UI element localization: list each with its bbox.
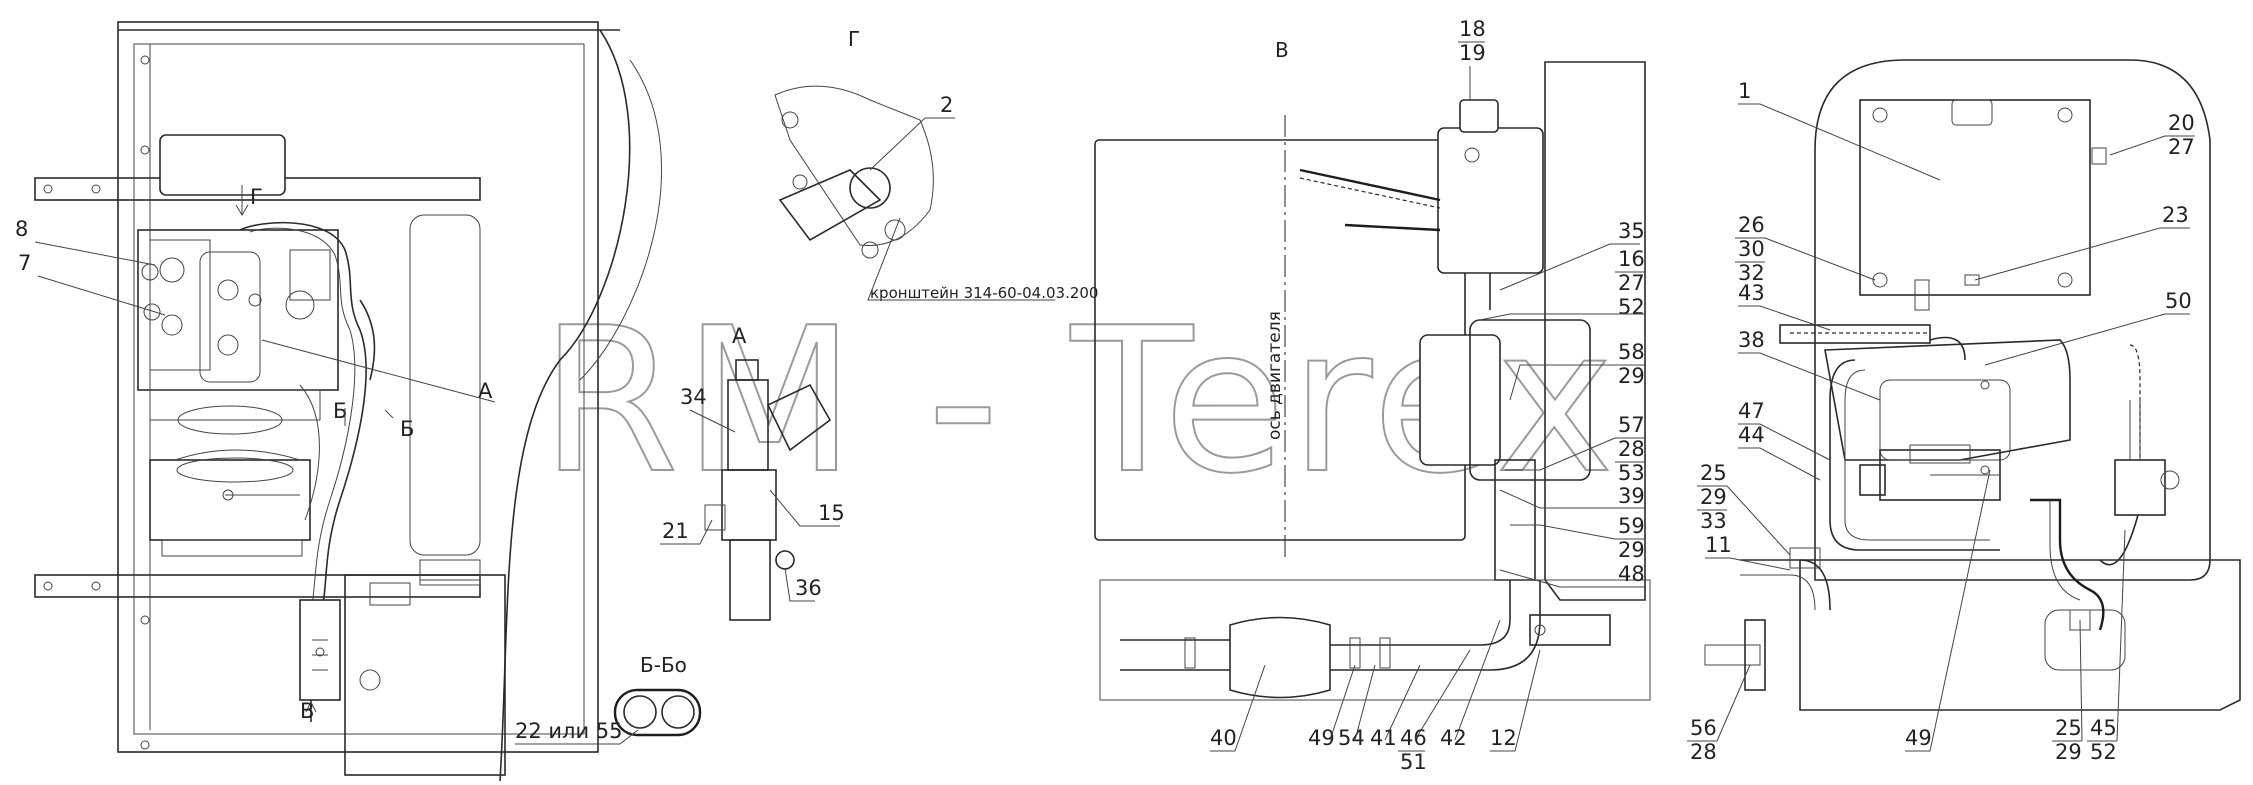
engine-axis-label: ось двигателя bbox=[1265, 311, 1285, 440]
callout-21: 21 bbox=[662, 519, 689, 543]
callout-44: 44 bbox=[1738, 423, 1765, 447]
marker-g-top: Г bbox=[250, 185, 263, 209]
callout-26-32: 32 bbox=[1738, 261, 1765, 285]
callout-39: 39 bbox=[1618, 484, 1645, 508]
callout-58-29: 29 bbox=[1618, 364, 1645, 388]
right-view-labels: 1 20 27 23 26 30 32 43 50 38 47 44 25 29… bbox=[1687, 79, 2195, 764]
marker-b-right: Б bbox=[400, 417, 414, 441]
view-v-title: В bbox=[1275, 38, 1289, 62]
section-b-title: Б-Бо bbox=[640, 653, 687, 677]
view-v: В ось двигателя bbox=[1094, 38, 1651, 701]
callout-2: 2 bbox=[940, 93, 953, 117]
left-view-frame bbox=[34, 21, 662, 782]
callout-11: 11 bbox=[1705, 533, 1732, 557]
callout-35: 35 bbox=[1618, 219, 1645, 243]
callout-59: 59 bbox=[1618, 514, 1645, 538]
callout-20: 20 bbox=[2168, 111, 2195, 135]
callout-16-27: 27 bbox=[1618, 271, 1645, 295]
callout-38: 38 bbox=[1738, 328, 1765, 352]
callout-56: 56 bbox=[1690, 716, 1717, 740]
view-a-fitting: А 34 15 21 36 bbox=[660, 324, 845, 621]
callout-25-top: 25 bbox=[1700, 461, 1727, 485]
callout-49-right: 49 bbox=[1905, 726, 1932, 750]
left-view-labels: Г Б Б В А 8 7 bbox=[15, 185, 496, 723]
callout-18: 18 bbox=[1459, 17, 1486, 41]
callout-1: 1 bbox=[1738, 79, 1751, 103]
callout-42: 42 bbox=[1440, 726, 1467, 750]
callout-19: 19 bbox=[1459, 41, 1486, 65]
callout-15: 15 bbox=[818, 501, 845, 525]
callout-7: 7 bbox=[18, 251, 31, 275]
marker-b-left: Б bbox=[333, 399, 347, 423]
callout-36: 36 bbox=[795, 576, 822, 600]
callout-52-center: 52 bbox=[1618, 295, 1645, 319]
view-g: Г 2 кронштейн 314-60-04.03.200 bbox=[774, 27, 1098, 302]
callout-23: 23 bbox=[2162, 203, 2189, 227]
callout-46: 46 bbox=[1400, 726, 1427, 750]
callout-57-28: 28 bbox=[1618, 437, 1645, 461]
callout-25-29: 29 bbox=[1700, 485, 1727, 509]
view-g-title: Г bbox=[848, 27, 860, 51]
callout-48: 48 bbox=[1618, 562, 1645, 586]
callout-41: 41 bbox=[1370, 726, 1397, 750]
callout-40: 40 bbox=[1210, 726, 1237, 750]
engine-block bbox=[137, 134, 339, 557]
section-b: Б-Бо 22 или 55 bbox=[515, 653, 702, 745]
callout-56-28: 28 bbox=[1690, 740, 1717, 764]
callout-12: 12 bbox=[1490, 726, 1517, 750]
marker-a-left: А bbox=[478, 379, 493, 403]
callout-47: 47 bbox=[1738, 399, 1765, 423]
callout-25-bottom-29: 29 bbox=[2055, 740, 2082, 764]
callout-58: 58 bbox=[1618, 340, 1645, 364]
callout-26-30: 30 bbox=[1738, 237, 1765, 261]
marker-v-bottom: В bbox=[300, 699, 314, 723]
callout-43: 43 bbox=[1738, 281, 1765, 305]
callout-16: 16 bbox=[1618, 247, 1645, 271]
callout-26: 26 bbox=[1738, 213, 1765, 237]
view-v-labels: 18 19 35 16 27 52 58 29 57 28 53 39 59 2… bbox=[1210, 17, 1645, 774]
callout-34: 34 bbox=[680, 385, 707, 409]
callout-8: 8 bbox=[15, 217, 28, 241]
callout-57-53: 53 bbox=[1618, 461, 1645, 485]
callout-25-bottom: 25 bbox=[2055, 716, 2082, 740]
callout-50: 50 bbox=[2165, 289, 2192, 313]
right-view bbox=[1704, 59, 2241, 711]
callout-54: 54 bbox=[1338, 726, 1365, 750]
callout-45-52: 52 bbox=[2090, 740, 2117, 764]
callout-22-55: 22 или 55 bbox=[515, 719, 623, 743]
fuel-lines-left bbox=[239, 221, 411, 722]
callout-45: 45 bbox=[2090, 716, 2117, 740]
callout-57: 57 bbox=[1618, 413, 1645, 437]
bracket-note: кронштейн 314-60-04.03.200 bbox=[870, 284, 1098, 302]
callout-20-27: 27 bbox=[2168, 135, 2195, 159]
callout-46-51: 51 bbox=[1400, 750, 1427, 774]
callout-59-29: 29 bbox=[1618, 538, 1645, 562]
marker-a-center: А bbox=[732, 324, 747, 348]
callout-25-33: 33 bbox=[1700, 509, 1727, 533]
